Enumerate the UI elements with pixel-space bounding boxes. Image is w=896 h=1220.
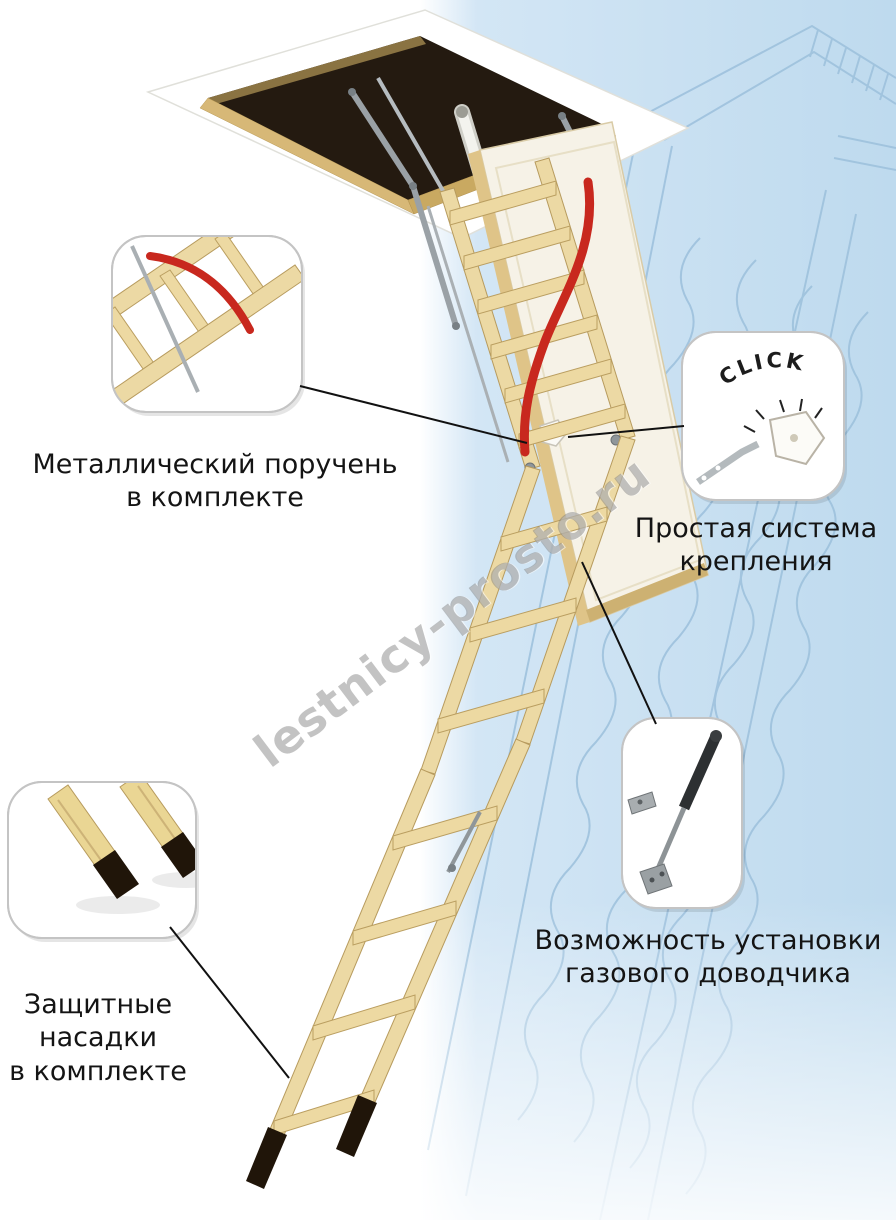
gas-closer-label-line2: газового доводчика <box>565 958 851 990</box>
protective-feet-inset <box>7 781 199 942</box>
callout-line-feet <box>169 926 290 1079</box>
roof-technical-drawing <box>420 0 896 1220</box>
side-rod <box>426 205 510 463</box>
callout-line-gas <box>581 561 657 725</box>
foot-cap-left <box>246 1127 287 1189</box>
callout-line-handrail <box>299 385 528 444</box>
red-handrail <box>519 177 595 457</box>
callout-lines <box>169 385 685 1079</box>
handrail-inset <box>111 235 305 416</box>
folding-ladder <box>246 157 636 1189</box>
handrail-label-line2: в комплекте <box>126 482 304 514</box>
caps-label-line3: в комплекте <box>9 1055 187 1087</box>
mounting-label-line1: Простая система <box>634 513 878 544</box>
caps-label-line1: Защитные <box>23 989 173 1020</box>
gas-closer-label: Возможность установки газового доводчика <box>520 924 896 991</box>
caps-label-line2: насадки <box>38 1022 158 1054</box>
ladder-rungs-bottom <box>273 805 498 1136</box>
handrail-label-line1: Металлический поручень <box>32 449 398 480</box>
gas-closer-label-line1: Возможность установки <box>534 925 882 956</box>
gas-strut-inset <box>621 717 745 912</box>
foot-cap-right <box>336 1095 377 1157</box>
ladder-rungs-middle <box>437 506 608 734</box>
handrail-label: Металлический поручень в комплекте <box>8 448 422 515</box>
caps-label: Защитные насадки в комплекте <box>0 988 196 1088</box>
mounting-label: Простая система крепления <box>616 512 896 579</box>
click-emphasis-dashes <box>743 398 823 433</box>
click-mounting-inset: CLICK <box>681 331 847 504</box>
mounting-label-line2: крепления <box>679 546 833 578</box>
callout-line-mounting <box>567 425 685 438</box>
